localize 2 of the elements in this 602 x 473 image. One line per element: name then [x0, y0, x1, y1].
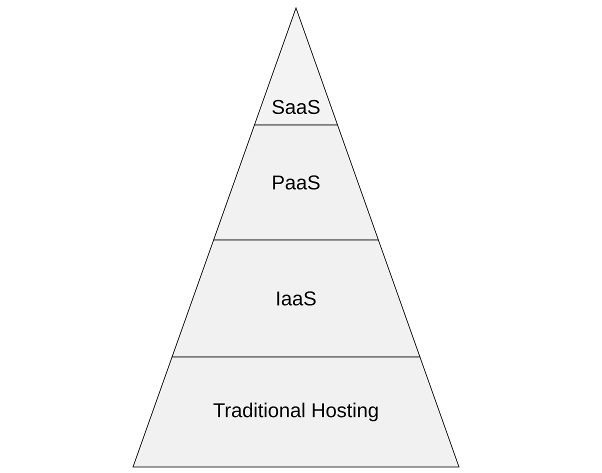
pyramid-band: IaaS — [172, 240, 420, 358]
pyramid-band: PaaS — [213, 124, 379, 240]
